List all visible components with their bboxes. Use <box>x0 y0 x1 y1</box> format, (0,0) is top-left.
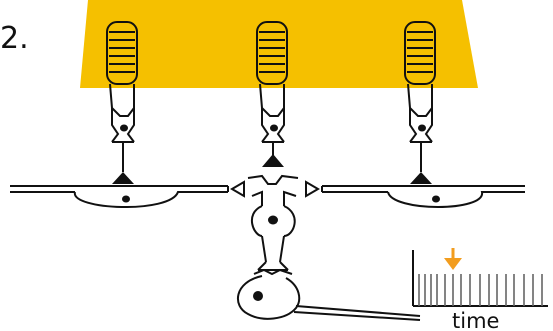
time-label: time <box>452 309 499 331</box>
synapse-center <box>262 154 284 167</box>
photoreceptor-center-nucleus <box>270 124 278 132</box>
synapse-right <box>410 172 432 184</box>
horizontal-cell-left <box>10 185 229 208</box>
light-field <box>80 0 478 88</box>
photoreceptor-right <box>404 21 436 172</box>
horizontal-cell-right <box>321 185 525 208</box>
photoreceptor-right-nucleus <box>418 124 426 132</box>
synapse-left <box>112 172 134 184</box>
spike-train <box>418 274 543 306</box>
inhibitory-synapse-right <box>305 180 320 198</box>
photoreceptor-left <box>106 21 138 172</box>
photoreceptor-center <box>256 21 288 156</box>
bipolar-cell-nucleus <box>268 215 278 225</box>
inhibitory-synapse-left <box>230 180 245 198</box>
panel-label: 2. <box>0 21 29 56</box>
ganglion-cell-nucleus <box>253 291 263 301</box>
down-arrow-icon <box>444 248 462 270</box>
horizontal-cell-right-nucleus <box>432 195 440 203</box>
ganglion-cell <box>237 268 421 321</box>
horizontal-cell-left-nucleus <box>122 195 130 203</box>
bipolar-cell <box>247 174 299 271</box>
photoreceptor-left-nucleus <box>120 124 128 132</box>
